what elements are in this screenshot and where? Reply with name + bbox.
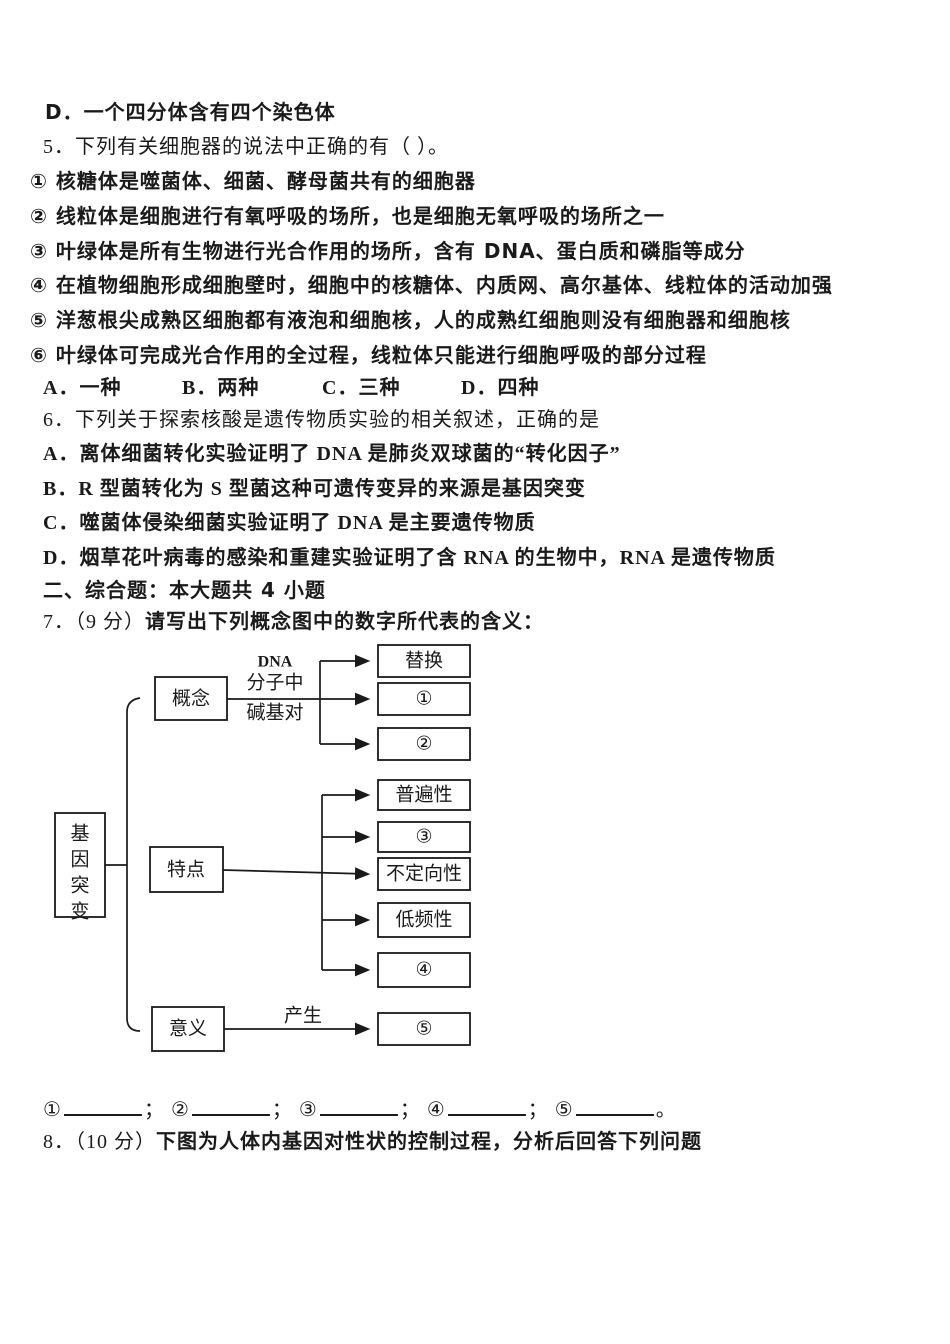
q8-stem-text: 下图为人体内基因对性状的控制过程，分析后回答下列问题 [156, 1129, 702, 1153]
q5-statement-5: ⑤ 洋葱根尖成熟区细胞都有液泡和细胞核，人的成熟红细胞则没有细胞器和细胞核 [30, 308, 791, 332]
q7-number-points: 7．（9 分） [43, 611, 145, 633]
q8-number-points: 8．（10 分） [43, 1131, 156, 1153]
meaning-box [151, 1006, 225, 1052]
blank-1-field [63, 1095, 142, 1116]
blank-2-field [191, 1095, 270, 1116]
q5-statement-6: ⑥ 叶绿体可完成光合作用的全过程，线粒体只能进行细胞呼吸的部分过程 [30, 343, 707, 367]
separator-4: ； [527, 1099, 549, 1121]
leaf-blank3-box [377, 821, 471, 853]
leaf-nondirectional-label: 不定向性 [386, 863, 462, 885]
edge-label-molecule: 分子中 [246, 672, 303, 694]
concept-label: 概念 [172, 687, 210, 710]
leaf-blank1-label: ① [415, 689, 432, 710]
root-char-3: 突 [70, 875, 89, 897]
q5-statement-4: ④ 在植物细胞形成细胞壁时，细胞中的核糖体、内质网、高尔基体、线粒体的活动加强 [30, 273, 833, 297]
q4-option-d: D．一个四分体含有四个染色体 [45, 100, 336, 124]
leaf-blank1-box [377, 682, 471, 716]
blank-4-field [447, 1095, 526, 1116]
blank-3-number: ③ [298, 1099, 318, 1121]
root-char-4: 变 [70, 901, 89, 923]
connector-lines [105, 654, 371, 1036]
q5-option-b: B．两种 [182, 377, 260, 399]
leaf-blank4-label: ④ [415, 960, 432, 981]
line-terminator: 。 [655, 1099, 677, 1121]
diagram-boxes [54, 644, 471, 1052]
q5-stem: 5．下列有关细胞器的说法中正确的有（ ）。 [43, 136, 449, 158]
blank-2-number: ② [170, 1099, 190, 1121]
leaf-substitution-label: 替换 [405, 650, 443, 672]
leaf-blank3-label: ③ [415, 827, 432, 848]
root-char-1: 基 [70, 823, 89, 845]
blank-1-number: ① [43, 1099, 62, 1121]
q5-statement-2: ② 线粒体是细胞进行有氧呼吸的场所，也是细胞无氧呼吸的场所之一 [30, 204, 665, 228]
q8-stem: 8．（10 分）下图为人体内基因对性状的控制过程，分析后回答下列问题 [43, 1129, 702, 1154]
leaf-universality-label: 普遍性 [395, 784, 452, 806]
blank-3-field [319, 1095, 398, 1116]
q7-stem-text: 请写出下列概念图中的数字所代表的含义： [145, 609, 544, 633]
feature-box [149, 846, 224, 893]
leaf-blank4-box [377, 952, 471, 988]
q5-option-c: C．三种 [322, 377, 401, 399]
separator-3: ； [399, 1099, 421, 1121]
q7-answer-blanks-line: ①； ②； ③； ④； ⑤。 [43, 1095, 677, 1122]
concept-box [154, 676, 228, 721]
q6-option-d: D．烟草花叶病毒的感染和重建实验证明了含 RNA 的生物中，RNA 是遗传物质 [43, 547, 776, 569]
leaf-universality-box [377, 779, 471, 811]
leaf-blank5-label: ⑤ [415, 1019, 432, 1040]
separator-1: ； [143, 1099, 165, 1121]
root-brace [126, 697, 141, 1032]
leaf-nondirectional-box [377, 857, 471, 891]
meaning-label: 意义 [169, 1018, 207, 1040]
section-2-header: 二、综合题：本大题共 4 小题 [43, 578, 326, 602]
q5-statement-3: ③ 叶绿体是所有生物进行光合作用的场所，含有 DNA、蛋白质和磷脂等成分 [30, 239, 746, 263]
separator-2: ； [271, 1099, 293, 1121]
leaf-blank2-box [377, 727, 471, 761]
feature-main-arrow [222, 867, 371, 881]
q6-option-b: B．R 型菌转化为 S 型菌这种可遗传变异的来源是基因突变 [43, 478, 586, 500]
q7-stem: 7．（9 分）请写出下列概念图中的数字所代表的含义： [43, 609, 544, 634]
edge-label-basepair: 碱基对 [246, 702, 303, 724]
q6-option-a: A．离体细菌转化实验证明了 DNA 是肺炎双球菌的“转化因子” [43, 443, 621, 465]
q5-statement-1: ① 核糖体是噬菌体、细菌、酵母菌共有的细胞器 [30, 169, 476, 193]
blank-5-field [575, 1095, 654, 1116]
gene-mutation-concept-map: 基 因 突 变 概念 特点 意义 DNA 分子中 碱基对 产生 替换 ① ② 普… [54, 644, 471, 1052]
q5-option-d: D．四种 [461, 377, 540, 399]
q5-option-a: A．一种 [43, 377, 122, 399]
q6-option-c: C．噬菌体侵染细菌实验证明了 DNA 是主要遗传物质 [43, 512, 536, 534]
leaf-lowfrequency-label: 低频性 [395, 909, 452, 931]
leaf-blank2-label: ② [415, 734, 432, 755]
feature-label: 特点 [167, 859, 205, 881]
edge-label-dna: DNA [258, 654, 293, 671]
root-gene-mutation-box [54, 812, 106, 918]
edge-label-produce: 产生 [284, 1005, 322, 1027]
q6-stem: 6．下列关于探索核酸是遗传物质实验的相关叙述，正确的是 [43, 409, 600, 431]
leaf-blank5-box [377, 1012, 471, 1046]
leaf-substitution-box [377, 644, 471, 678]
blank-5-number: ⑤ [554, 1099, 574, 1121]
root-char-2: 因 [70, 850, 89, 871]
blank-4-number: ④ [426, 1099, 446, 1121]
diagram-labels: 基 因 突 变 概念 特点 意义 DNA 分子中 碱基对 产生 替换 ① ② 普… [70, 650, 462, 1040]
leaf-lowfrequency-box [377, 902, 471, 938]
